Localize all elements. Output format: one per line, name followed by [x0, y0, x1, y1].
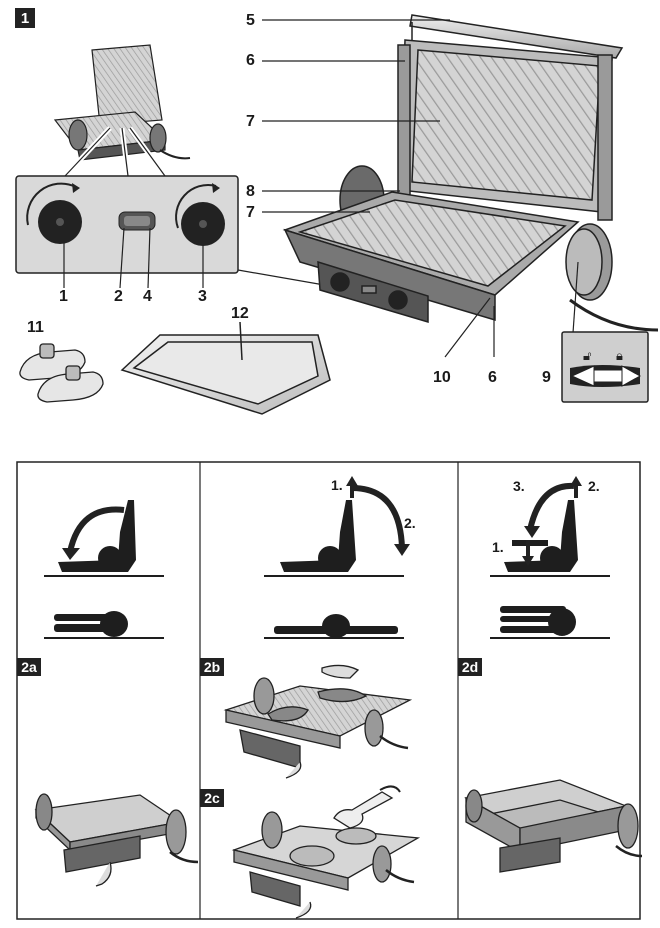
callout-9: 9 — [542, 369, 551, 386]
figure-2-frame — [16, 461, 641, 920]
callout-2: 2 — [114, 288, 123, 305]
closed-grill-drawing-2a — [34, 793, 199, 887]
callout-7-top: 7 — [246, 113, 255, 130]
lock-inset: 🔓︎ 🔒︎ — [561, 331, 649, 403]
callout-10: 10 — [433, 369, 451, 386]
svg-text:🔒︎: 🔒︎ — [616, 349, 623, 364]
step-2d-1: 1. — [492, 539, 504, 555]
callout-5: 5 — [246, 12, 255, 29]
callout-6-top: 6 — [246, 52, 255, 69]
closed-grill-silhouette-2a — [44, 611, 164, 639]
flat-grill-drawing-2b — [223, 664, 413, 779]
open-grill-silhouette-2a — [44, 500, 164, 577]
panel-2c-label: 2c — [200, 789, 224, 807]
control-panel-inset — [15, 175, 331, 289]
open-grill-silhouette-2d — [490, 500, 610, 577]
drip-tray — [120, 321, 331, 415]
stacked-grill-drawing-2d — [464, 779, 643, 873]
callout-6-bottom: 6 — [488, 369, 497, 386]
main-grill — [282, 14, 659, 332]
flat-grill-silhouette-2b — [264, 614, 404, 639]
callout-11: 11 — [27, 319, 44, 336]
step-2b-2: 2. — [404, 515, 416, 531]
svg-text:🔓︎: 🔓︎ — [583, 349, 591, 364]
callout-12: 12 — [231, 305, 249, 322]
step-2d-3: 3. — [513, 478, 525, 494]
panel-2b-label: 2b — [200, 658, 224, 676]
open-grill-silhouette-2b — [264, 500, 404, 577]
panel-2a-label: 2a — [17, 658, 41, 676]
figure-1-label: 1 — [15, 8, 35, 28]
flat-grill-drawing-2c — [231, 785, 421, 919]
step-2d-2: 2. — [588, 478, 600, 494]
callout-leaders — [262, 19, 579, 358]
callout-1: 1 — [59, 288, 68, 305]
callout-3: 3 — [198, 288, 207, 305]
thumbnail-grill — [53, 44, 191, 178]
callout-8: 8 — [246, 183, 255, 200]
callout-4: 4 — [143, 288, 152, 305]
panel-2d-label: 2d — [458, 658, 482, 676]
drip-cups — [19, 343, 104, 403]
stacked-grill-silhouette-2d — [490, 606, 610, 639]
callout-7-bottom: 7 — [246, 204, 255, 221]
step-2b-1: 1. — [331, 477, 343, 493]
